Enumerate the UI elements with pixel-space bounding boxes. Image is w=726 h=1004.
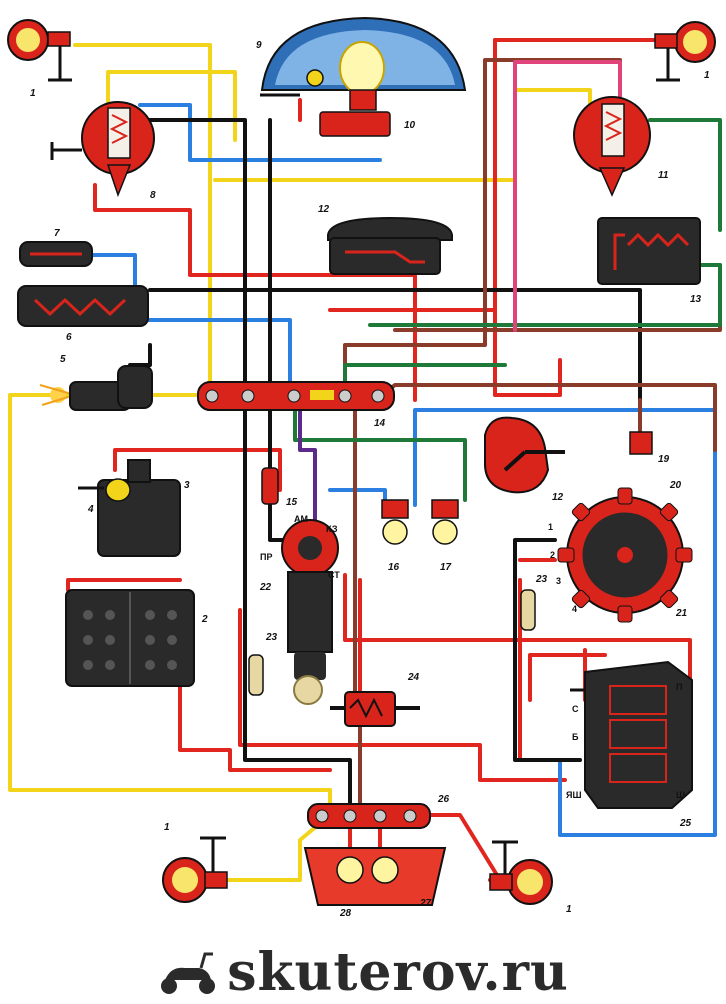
label-4: 4 xyxy=(87,504,94,515)
wiring-diagram: 1 1 1 1 2 3 4 5 6 7 8 9 10 11 12 12 13 1… xyxy=(7,16,722,919)
label-22: 22 xyxy=(259,582,272,593)
label-17: 17 xyxy=(440,562,452,573)
terminal-labels: АМ КЗ ПР СТ 1 2 3 4 С Б ЯШ Ш П xyxy=(260,514,685,800)
component-16 xyxy=(381,499,409,545)
wire-pink xyxy=(513,60,622,332)
component-7 xyxy=(19,241,93,267)
component-19 xyxy=(629,431,653,455)
label-12-switch: 12 xyxy=(552,492,564,503)
footer-watermark: skuterov.ru xyxy=(0,940,726,1004)
label-1-rear-right: 1 xyxy=(566,904,572,915)
wire-red xyxy=(66,578,332,772)
turn-signal-rear-left xyxy=(162,836,228,903)
component-6 xyxy=(17,285,149,327)
component-24 xyxy=(330,691,420,727)
label-20: 20 xyxy=(669,480,682,491)
label-24: 24 xyxy=(407,672,420,683)
component-23-left xyxy=(248,654,264,696)
component-14 xyxy=(197,381,395,411)
label-1-front-right: 1 xyxy=(704,70,710,81)
component-15 xyxy=(261,467,279,505)
terminal-pr: ПР xyxy=(260,552,272,562)
component-2 xyxy=(65,589,195,687)
label-16: 16 xyxy=(388,562,400,573)
scooter-icon xyxy=(161,952,216,994)
label-2: 2 xyxy=(201,614,208,625)
component-26 xyxy=(307,803,431,829)
label-15: 15 xyxy=(286,497,298,508)
label-3: 3 xyxy=(184,480,190,491)
label-25: 25 xyxy=(679,818,692,829)
label-27: 27 xyxy=(419,898,432,909)
component-23-right xyxy=(520,589,536,631)
component-3 xyxy=(78,459,181,557)
wire-purple xyxy=(298,398,317,532)
label-14: 14 xyxy=(374,418,386,429)
headlight xyxy=(260,16,467,137)
label-6: 6 xyxy=(66,332,72,343)
wire-red xyxy=(298,38,657,312)
component-25 xyxy=(570,660,693,809)
terminal-kz: КЗ xyxy=(326,524,338,534)
label-26: 26 xyxy=(437,794,450,805)
wire-red xyxy=(93,38,562,402)
terminal-reg-p: П xyxy=(676,682,682,692)
label-10: 10 xyxy=(404,120,416,131)
site-name: skuterov.ru xyxy=(227,941,569,1003)
turn-signal-rear-right xyxy=(489,840,553,905)
component-27 xyxy=(303,847,447,906)
terminal-am: АМ xyxy=(294,514,308,524)
label-12-top: 12 xyxy=(318,204,330,215)
label-7: 7 xyxy=(54,228,60,239)
component-22 xyxy=(281,519,339,705)
label-13: 13 xyxy=(690,294,702,305)
component-17 xyxy=(431,499,459,545)
label-1-rear-left: 1 xyxy=(164,822,170,833)
label-11: 11 xyxy=(658,170,669,181)
component-12 xyxy=(327,216,453,275)
label-21: 21 xyxy=(675,608,688,619)
component-number-labels: 1 1 1 1 2 3 4 5 6 7 8 9 10 11 12 12 13 1… xyxy=(30,40,710,919)
terminal-gen-4: 4 xyxy=(572,604,577,614)
turn-signal-front-left xyxy=(7,19,72,82)
label-9: 9 xyxy=(256,40,262,51)
terminal-reg-b: Б xyxy=(572,732,579,742)
component-8 xyxy=(50,101,155,198)
turn-signal-front-right xyxy=(654,21,716,82)
terminal-gen-1: 1 xyxy=(548,522,553,532)
terminal-gen-3: 3 xyxy=(556,576,561,586)
wire-green xyxy=(293,118,722,502)
label-23-left: 23 xyxy=(265,632,278,643)
wire-black xyxy=(138,118,642,402)
label-23-right: 23 xyxy=(535,574,548,585)
terminal-reg-s: С xyxy=(572,704,579,714)
label-1-front-left: 1 xyxy=(30,88,36,99)
terminal-reg-sh: Ш xyxy=(676,790,685,800)
label-5: 5 xyxy=(60,354,66,365)
label-19: 19 xyxy=(658,454,670,465)
wire-red xyxy=(113,448,692,782)
label-8: 8 xyxy=(150,190,156,201)
terminal-gen-2: 2 xyxy=(550,550,555,560)
component-5 xyxy=(39,365,153,411)
component-20 xyxy=(557,487,693,623)
component-18 xyxy=(483,416,565,494)
component-13 xyxy=(597,217,701,285)
terminal-st: СТ xyxy=(328,570,340,580)
label-28: 28 xyxy=(339,908,352,919)
component-11 xyxy=(573,96,651,197)
terminal-reg-yash: ЯШ xyxy=(566,790,582,800)
